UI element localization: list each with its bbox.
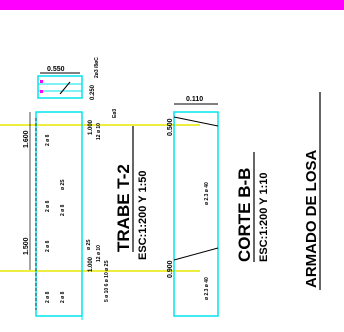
section-edge-bottom	[173, 247, 219, 261]
section-width-label: 0.110	[186, 96, 203, 103]
beam-side-note: Eø3	[112, 109, 118, 118]
section-dim-bottom: 0.900	[167, 260, 174, 278]
beam-scale: ESC:1:200 Y 1:50	[137, 171, 149, 260]
rebar-mark: 2 ø 8	[45, 291, 51, 303]
detail-height-label: 0.250	[90, 84, 96, 100]
detail-bar-note: 2ø3 /8øC	[94, 57, 100, 78]
stirrup-bottom-label: 5 ø 10 6 ø 10 ø 2S	[104, 260, 110, 302]
beam-dim-left-bottom: 1.500	[23, 237, 30, 255]
rebar-mark: 2 ø 8	[45, 134, 51, 146]
section-dim-top: 0.500	[167, 118, 174, 136]
rebar-mark: 2 ø 8	[45, 200, 51, 212]
stirrup-top-label: 12 ø 10	[96, 123, 102, 140]
beam-dim-mid-bottom: 1.000	[88, 256, 94, 272]
stirrup-mid-label: 12 ø 10	[96, 245, 102, 262]
beam-title: TRABE T-2	[114, 164, 133, 252]
rebar-mark: ø 2S	[60, 179, 66, 190]
rebar-mark: ø 2S	[86, 239, 92, 250]
section-edge-top	[173, 116, 219, 127]
detail-hook	[59, 81, 71, 95]
detail-width-label: 0.550	[47, 66, 65, 73]
beam-elevation: 1.600 1.500 2 ø 8 2 ø 8 2 ø 8 2 ø 8 2 ø …	[23, 109, 149, 320]
section-outline	[173, 111, 219, 317]
beam-dim-mid-top: 1.000	[88, 119, 94, 135]
section-callout-bottom: ø 2.3 ø 40	[204, 277, 210, 300]
section-bb: 0.110 0.500 0.900 ø 2.3 ø 40 ø 2.3 ø 40 …	[167, 96, 270, 317]
detail-outline	[37, 75, 83, 99]
rebar-mark: 2 ø 8	[45, 240, 51, 252]
slab-title: ARMADO DE LOSA	[303, 150, 320, 289]
bar-detail: 0.550 0.250 2ø3 /8øC	[37, 57, 100, 100]
beam-dim-left-top: 1.600	[23, 130, 30, 148]
header-band	[0, 0, 344, 10]
section-scale: ESC:1:200 Y 1:10	[258, 173, 270, 262]
section-callout-mid: ø 2.3 ø 40	[204, 182, 210, 205]
rebar-mark: 2 ø 8	[60, 204, 66, 216]
rebar-mark: 2 ø 8	[60, 291, 66, 303]
section-title: CORTE B-B	[235, 168, 254, 262]
detail-marker	[40, 80, 43, 83]
beam-outline	[35, 111, 83, 317]
detail-marker	[40, 90, 43, 93]
